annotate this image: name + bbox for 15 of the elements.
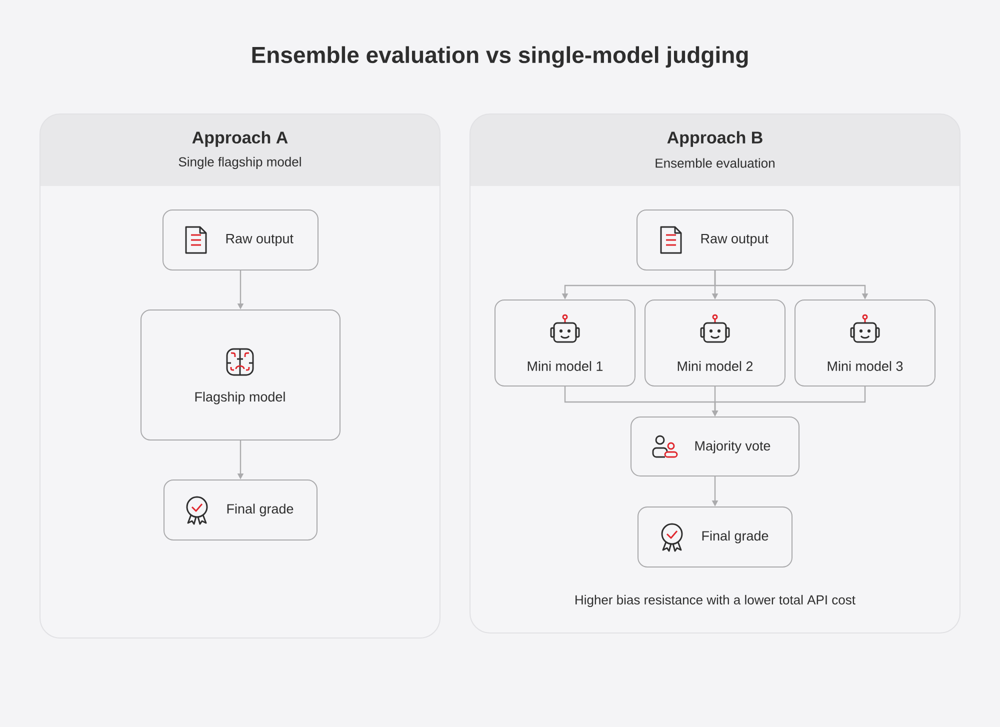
process-box: Majority vote: [630, 416, 800, 476]
process-box: Flagship model: [140, 310, 340, 440]
footnote: Higher bias resistance with a lower total API cost: [576, 594, 856, 608]
process-box: Raw output: [162, 210, 318, 270]
process-box: Mini model 1: [494, 300, 636, 386]
title: Ensemble evaluation vs single-model judging: [252, 46, 748, 68]
process-box: Final grade: [638, 506, 792, 568]
process-box: Mini model 2: [644, 300, 786, 386]
process-box: Mini model 3: [794, 300, 936, 386]
panel-subtitle: Single flagship model: [178, 156, 301, 170]
panel-subtitle: Ensemble evaluation: [656, 158, 774, 168]
process-box: Raw output: [636, 210, 794, 270]
process-box: Final grade: [164, 480, 318, 540]
panel-heading: Approach B: [667, 131, 762, 147]
panel-heading: Approach A: [192, 131, 288, 147]
